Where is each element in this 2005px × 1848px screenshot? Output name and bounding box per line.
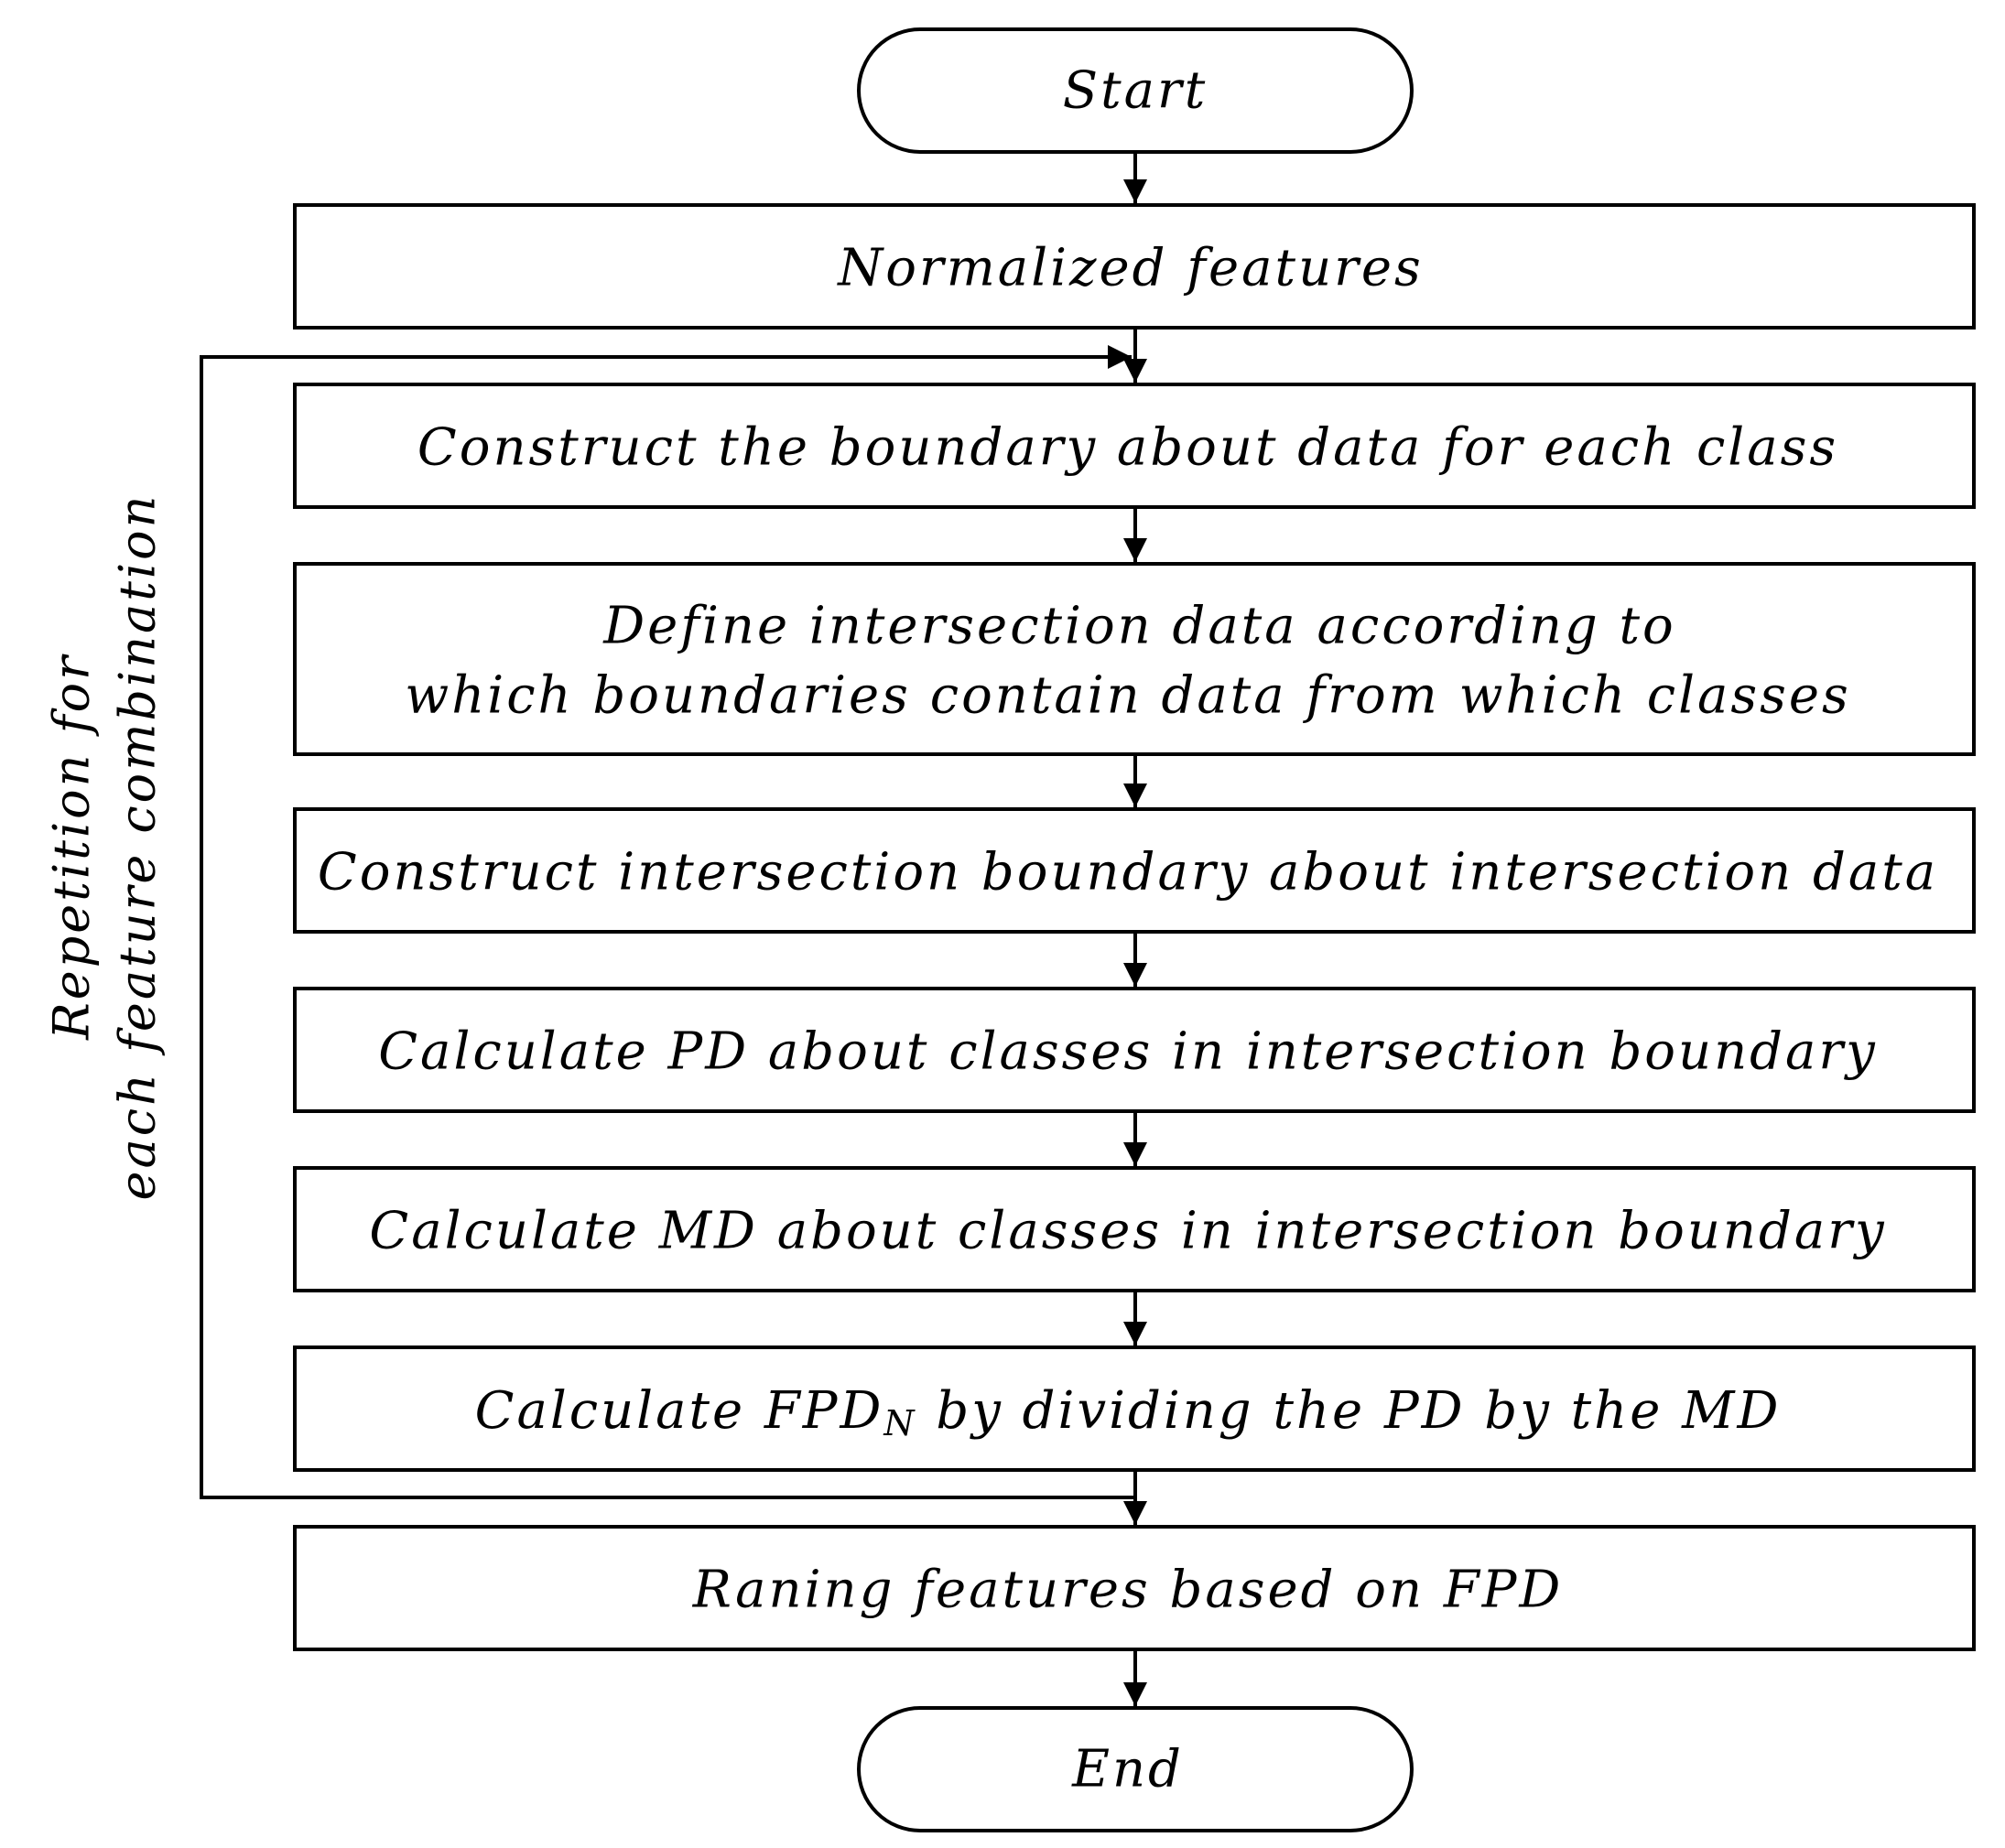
loop-label-line1: Repetition for xyxy=(43,654,101,1041)
calculate-fpd-subscript: N xyxy=(883,1403,916,1443)
calculate-fpd-box xyxy=(293,1345,1976,1472)
calculate-md-label: Calculate MD about classes in intersecti… xyxy=(369,1202,1886,1261)
ranking-features-label: Raning features based on FPD xyxy=(692,1561,1564,1620)
construct-intersection-label: Construct intersection boundary about in… xyxy=(318,843,1938,902)
calculate-fpd-label: Calculate FPDN by dividing the PD by the… xyxy=(475,1381,1782,1444)
normalized-features-box xyxy=(293,203,1976,330)
start-label: Start xyxy=(1063,61,1208,121)
construct-intersection-box xyxy=(293,807,1976,934)
define-intersection-line2: which boundaries contain data from which… xyxy=(405,666,1850,726)
construct-boundary-label: Construct the boundary about data for ea… xyxy=(417,418,1838,478)
loop-label-line2: each feature combination xyxy=(109,493,167,1201)
define-intersection-box xyxy=(293,562,1976,756)
calculate-pd-box xyxy=(293,987,1976,1113)
calculate-fpd-suffix: by dividing the PD by the MD xyxy=(917,1381,1782,1441)
loop-feedback-edge xyxy=(200,345,1135,1499)
normalized-features-label: Normalized features xyxy=(836,239,1424,298)
define-intersection-line1: Define intersection data according to xyxy=(602,597,1676,656)
ranking-features-box xyxy=(293,1525,1976,1651)
calculate-pd-label: Calculate PD about classes in intersecti… xyxy=(378,1022,1878,1082)
end-terminal xyxy=(857,1706,1414,1832)
calculate-fpd-prefix: Calculate FPD xyxy=(475,1381,884,1441)
end-label: End xyxy=(1071,1740,1184,1799)
